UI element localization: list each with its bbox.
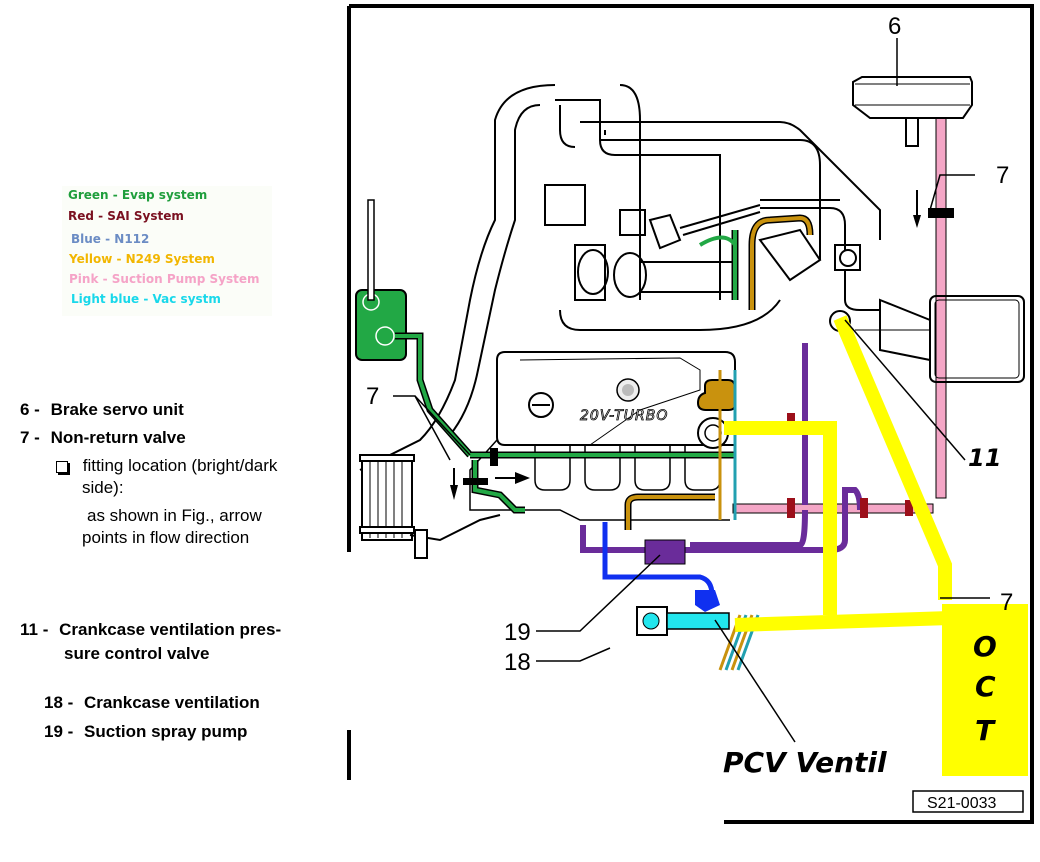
key-num: 18 - [44,693,74,712]
key-num: 11 - [20,620,49,639]
oct-letter-t: T [975,714,996,747]
color-legend: Green - Evap system Red - SAI System Blu… [62,186,272,316]
legend-item-blue: Blue - N112 [71,232,150,246]
crankcase-vent-lightblue [636,606,730,636]
diagram-frame [347,4,1034,824]
callout-7-bottom: 7 [1000,589,1013,616]
key-item-18: 18 - Crankcase ventilation [44,693,260,713]
key-label-cont: sure control valve [64,644,210,663]
legend-item-yellow: Yellow - N249 System [69,252,215,266]
key-num: 6 - [20,400,40,419]
figure-id: S21-0033 [927,795,996,812]
engine-cover-text: 20V-TURBO [580,408,668,424]
oct-letter-c: C [975,670,996,703]
legend-item-green: Green - Evap system [68,188,208,202]
callout-7-top: 7 [996,162,1009,189]
brake-servo-unit [852,38,973,147]
leader-lines [393,174,990,743]
key-label: Crankcase ventilation pres- [59,620,282,639]
evap-system-green [355,199,739,514]
legend-item-red: Red - SAI System [68,209,184,223]
key-item-7-note-b: as shown in Fig., arrow points in flow d… [82,505,342,549]
callout-18: 18 [504,649,531,676]
key-item-19: 19 - Suction spray pump [44,722,247,742]
legend-item-lightblue: Light blue - Vac systm [71,292,221,306]
key-label: Suction spray pump [84,722,248,741]
note-line-2: side): [82,478,124,497]
intercooler [359,454,501,559]
engine-valve-cover: 20V-TURBO [469,351,736,521]
key-num: 7 - [20,428,40,447]
key-item-6: 6 - Brake servo unit [20,400,184,420]
oct-yellow-lines [724,315,952,632]
key-num: 19 - [44,722,74,741]
oct-box [942,604,1028,776]
note-line-4: points in flow direction [82,528,250,547]
legend-item-pink: Pink - Suction Pump System [69,272,260,286]
key-label: Non-return valve [50,428,186,447]
key-label: Brake servo unit [50,400,184,419]
oct-letter-o: O [973,630,997,663]
n249-line-ochre [624,214,814,530]
flow-arrows [450,190,921,500]
key-label: Crankcase ventilation [84,693,260,712]
sai-marks-red [787,413,913,518]
figure-id-box [912,790,1024,813]
note-line-1: fitting location (bright/dark [82,456,278,475]
key-item-11: 11 - Crankcase ventilation pres- sure co… [20,618,281,666]
intake-pipes [359,84,931,471]
callout-11: 11 [968,444,1001,472]
suction-spray-pump-19 [644,539,686,565]
callout-7-left: 7 [366,383,379,410]
callout-6: 6 [888,13,901,40]
throttle-housing [829,295,1025,383]
checkbox-bullet-icon [56,460,68,473]
key-item-7-note: fitting location (bright/dark side): [56,455,346,499]
note-line-3: as shown in Fig., arrow [87,506,262,525]
key-item-7: 7 - Non-return valve [20,428,186,448]
callout-19: 19 [504,619,531,646]
pcv-ventil-label: PCV Ventil [723,746,887,779]
